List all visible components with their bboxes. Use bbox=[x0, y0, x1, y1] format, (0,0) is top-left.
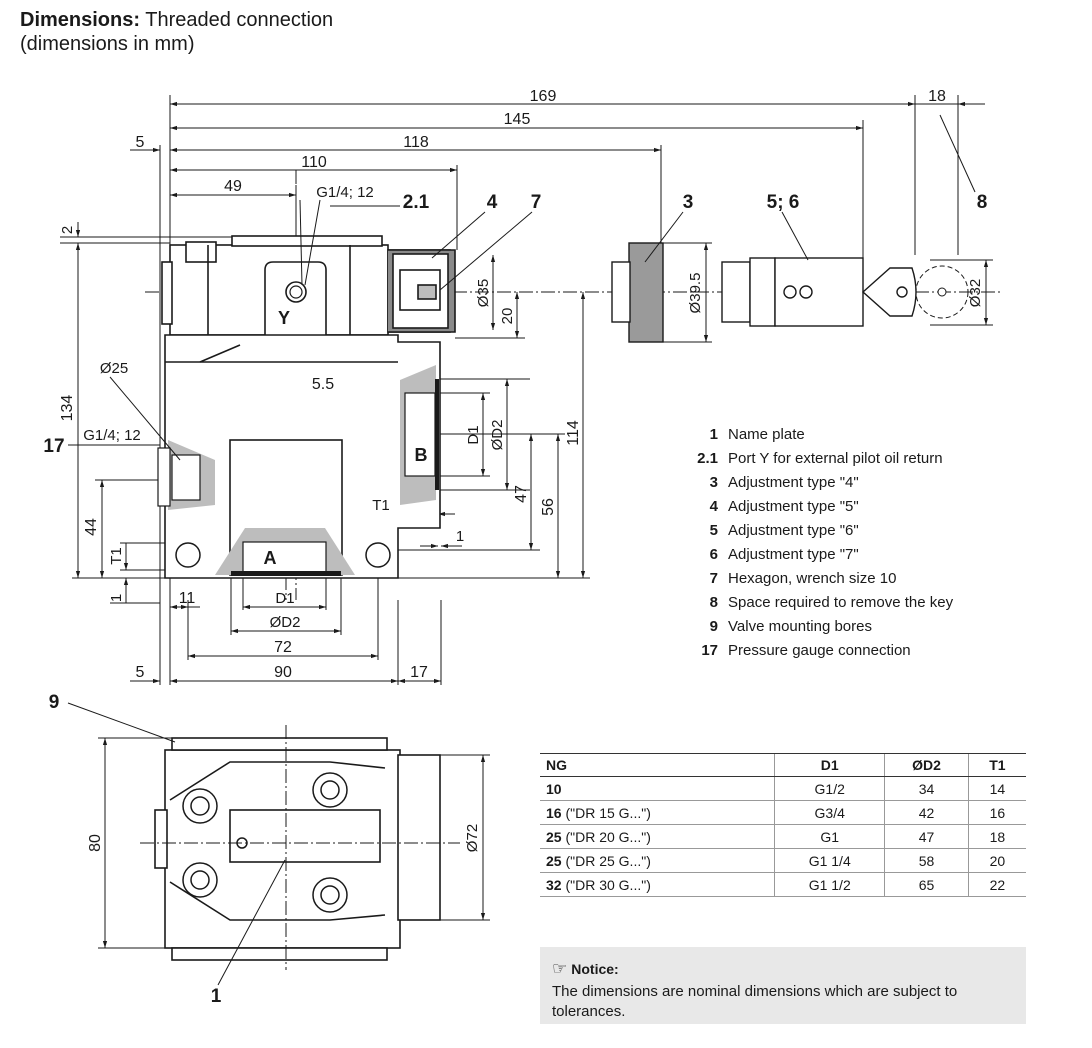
col-header-t1: T1 bbox=[967, 753, 1026, 777]
dim-5-top: 5 bbox=[136, 134, 145, 151]
dim-39-5: Ø39.5 bbox=[687, 273, 704, 314]
page-title: Dimensions: Threaded connection (dimensi… bbox=[20, 8, 333, 56]
port-a-label: A bbox=[264, 548, 277, 568]
dim-169: 169 bbox=[530, 88, 557, 105]
notice-box: ☞ Notice: The dimensions are nominal dim… bbox=[540, 947, 1026, 1024]
port-y-label: Y bbox=[278, 308, 290, 328]
dim-17: 17 bbox=[410, 664, 428, 681]
dim-145: 145 bbox=[504, 111, 531, 128]
dim-t1-left: T1 bbox=[108, 547, 125, 565]
dim-d1-bottom: D1 bbox=[275, 590, 294, 607]
dim-1-right: 1 bbox=[456, 528, 464, 545]
dim-d1-right: D1 bbox=[465, 425, 482, 444]
col-header-d2: ØD2 bbox=[884, 753, 969, 777]
dim-72-dia: Ø72 bbox=[464, 824, 481, 852]
dim-47: 47 bbox=[513, 485, 530, 503]
dim-g14-top: G1/4; 12 bbox=[316, 184, 374, 201]
dim-80: 80 bbox=[87, 834, 104, 852]
dim-32: Ø32 bbox=[967, 279, 984, 307]
dim-44: 44 bbox=[83, 518, 100, 536]
dim-114: 114 bbox=[565, 420, 582, 446]
callout-3: 3 bbox=[683, 192, 694, 213]
dim-5-bottom: 5 bbox=[136, 664, 145, 681]
dim-1-left: 1 bbox=[108, 594, 125, 602]
dim-35: Ø35 bbox=[475, 279, 492, 307]
callout-9: 9 bbox=[49, 692, 60, 713]
title-subline: (dimensions in mm) bbox=[20, 33, 195, 55]
callout-7: 7 bbox=[531, 192, 542, 213]
dim-72: 72 bbox=[274, 639, 292, 656]
title-rest: Threaded connection bbox=[145, 9, 334, 31]
callout-2-1: 2.1 bbox=[403, 192, 430, 213]
callout-8: 8 bbox=[977, 192, 988, 213]
dim-g14-left: G1/4; 12 bbox=[83, 427, 141, 444]
dim-18: 18 bbox=[928, 88, 946, 105]
col-header-ng: NG bbox=[540, 753, 775, 777]
dim-49: 49 bbox=[224, 178, 242, 195]
dim-134: 134 bbox=[59, 395, 76, 422]
dim-56: 56 bbox=[540, 498, 557, 516]
dim-118: 118 bbox=[403, 134, 429, 151]
dim-d2-right: ØD2 bbox=[489, 420, 506, 451]
notice-text: The dimensions are nominal dimensions wh… bbox=[552, 983, 958, 1020]
dim-5-5: 5.5 bbox=[312, 376, 334, 393]
dim-25: Ø25 bbox=[100, 360, 128, 377]
port-b-label: B bbox=[415, 445, 428, 465]
dim-20: 20 bbox=[499, 308, 516, 325]
dim-2: 2 bbox=[59, 226, 76, 234]
callout-1: 1 bbox=[211, 986, 222, 1007]
dim-11: 11 bbox=[179, 590, 196, 607]
dim-d2-bottom: ØD2 bbox=[270, 614, 301, 631]
callout-4: 4 bbox=[487, 192, 498, 213]
notice-title: Notice: bbox=[571, 961, 619, 977]
dim-90: 90 bbox=[274, 664, 292, 681]
callout-5-6: 5; 6 bbox=[767, 192, 800, 213]
dim-t1-right: T1 bbox=[372, 497, 390, 514]
title-bold: Dimensions: bbox=[20, 9, 141, 31]
col-header-d1: D1 bbox=[774, 753, 885, 777]
dim-110: 110 bbox=[301, 154, 327, 171]
callout-17: 17 bbox=[43, 436, 64, 457]
pointing-hand-icon: ☞ bbox=[552, 959, 568, 978]
table-header-row: NG D1 ØD2 T1 bbox=[540, 753, 1026, 777]
